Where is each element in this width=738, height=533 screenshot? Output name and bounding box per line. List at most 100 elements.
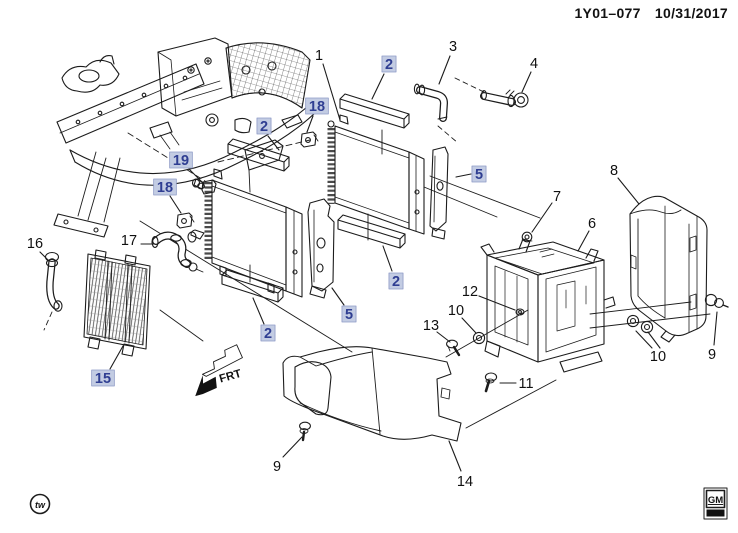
screw-9-bottom-drawing xyxy=(299,421,311,442)
frt-arrow-icon xyxy=(195,375,217,397)
callout-18-label[interactable]: 18 xyxy=(309,99,325,115)
callout-2-label[interactable]: 2 xyxy=(260,119,268,135)
callout-5-leader-line xyxy=(331,287,345,306)
hose-16-drawing xyxy=(44,251,63,312)
callout-16-leader-line xyxy=(39,251,50,262)
radiator-primary-drawing xyxy=(327,114,425,235)
callout-2-leader-line xyxy=(371,73,385,100)
mounting-bracket-6-drawing xyxy=(480,238,616,373)
callout-7-leader-line xyxy=(531,202,553,233)
callout-2-highlight-box[interactable] xyxy=(388,272,404,290)
radiator-secondary-drawing xyxy=(187,168,303,298)
callout-15-highlight-box[interactable] xyxy=(91,369,115,387)
callout-14-label: 14 xyxy=(457,474,473,490)
air-baffle-8-drawing xyxy=(629,195,708,343)
air-duct-14-drawing xyxy=(282,346,462,442)
clip-18-right-drawing xyxy=(300,131,319,148)
callout-2-label[interactable]: 2 xyxy=(264,326,272,342)
callout-5-highlight-box[interactable] xyxy=(471,165,487,183)
callout-15-leader-line xyxy=(109,345,124,370)
callout-9-label: 9 xyxy=(273,459,281,475)
callout-18-highlight-box[interactable] xyxy=(153,178,177,196)
screw-11-drawing xyxy=(484,372,498,393)
callout-4-leader-line xyxy=(521,71,532,93)
callout-2-leader-line xyxy=(382,245,393,272)
callout-19-leader-line xyxy=(188,168,204,184)
callout-18-label[interactable]: 18 xyxy=(157,180,173,196)
seal-strip-left-drawing xyxy=(227,138,290,172)
callout-2-highlight-box[interactable] xyxy=(256,117,272,135)
callout-14-leader-line xyxy=(448,440,462,472)
drawing-number: 1Y01–077 xyxy=(574,5,641,21)
callout-13-label: 13 xyxy=(423,318,439,334)
callout-2-leader-line xyxy=(267,135,280,151)
callout-19-label[interactable]: 19 xyxy=(173,153,189,169)
callout-10-leader-line xyxy=(461,317,477,334)
callout-12-leader-line xyxy=(478,295,516,311)
callout-6-leader-line xyxy=(577,230,590,252)
callout-2-label[interactable]: 2 xyxy=(385,57,393,73)
frt-label: FRT xyxy=(218,368,243,386)
bolt-9-right-drawing xyxy=(704,293,729,308)
callout-8-leader-line xyxy=(617,177,640,205)
seal-strip-top-drawing xyxy=(339,93,410,129)
seal-strip-middle-drawing xyxy=(337,214,406,249)
callout-17-label: 17 xyxy=(121,233,137,249)
callout-2-highlight-box[interactable] xyxy=(260,324,276,342)
callout-18-leader-line xyxy=(169,195,182,214)
callout-9-leader-line xyxy=(713,311,718,346)
callout-1-label: 1 xyxy=(315,48,323,64)
callout-13-leader-line xyxy=(436,331,451,343)
callout-3-label: 3 xyxy=(449,39,457,55)
callout-10-leader-line xyxy=(647,331,661,349)
bracket-5a-drawing xyxy=(429,146,449,240)
callout-5-label[interactable]: 5 xyxy=(475,167,483,183)
bracket-5b-drawing xyxy=(307,198,335,299)
callout-12-label: 12 xyxy=(462,284,478,300)
callout-15-label[interactable]: 15 xyxy=(95,371,111,387)
gm-logo-text: GM xyxy=(708,495,723,506)
callout-10-leader-line xyxy=(635,330,653,349)
screw-13-drawing xyxy=(446,339,461,357)
artist-mark-text: tw xyxy=(35,500,46,510)
hose-4-drawing xyxy=(480,89,529,108)
callout-8-label: 8 xyxy=(610,163,618,179)
callout-5-highlight-box[interactable] xyxy=(341,305,357,323)
hose-17-drawing xyxy=(151,231,204,273)
grommet-10-left-drawing xyxy=(472,331,486,345)
callout-4-label: 4 xyxy=(530,56,538,72)
hose-3-drawing xyxy=(413,83,448,122)
callout-5-label[interactable]: 5 xyxy=(345,307,353,323)
aux-cooler-15-drawing xyxy=(83,249,151,357)
callout-9-leader-line xyxy=(282,436,303,458)
callout-9-label: 9 xyxy=(708,347,716,363)
drawing-header: 1Y01–077 10/31/2017 xyxy=(564,5,728,21)
callout-5-leader-line xyxy=(455,173,472,178)
clip-18-left-drawing xyxy=(176,212,195,229)
callout-2-leader-line xyxy=(252,297,265,325)
callout-2-highlight-box[interactable] xyxy=(381,55,397,73)
gm-parts-logo: GM xyxy=(703,487,728,520)
callout-6-label: 6 xyxy=(588,216,596,232)
clip-19-drawing xyxy=(197,179,217,195)
callout-1-leader-line xyxy=(322,63,341,121)
grommets-10-right-drawing xyxy=(626,314,654,334)
guide-lines xyxy=(43,77,711,429)
callout-19-highlight-box[interactable] xyxy=(169,151,193,169)
callout-3-leader-line xyxy=(438,55,451,85)
frt-direction-marker: FRT xyxy=(195,344,243,397)
drawing-date: 10/31/2017 xyxy=(654,5,728,21)
callout-10-label: 10 xyxy=(650,349,666,365)
callout-11-label: 11 xyxy=(518,376,533,392)
callout-18-highlight-box[interactable] xyxy=(305,97,329,115)
callout-2-label[interactable]: 2 xyxy=(392,274,400,290)
callout-16-label: 16 xyxy=(27,236,43,252)
frame-assembly-drawing xyxy=(53,37,319,238)
callout-7-label: 7 xyxy=(553,189,561,205)
callout-10-label: 10 xyxy=(448,303,464,319)
callout-18-leader-line xyxy=(306,115,314,133)
nut-7-drawing xyxy=(521,231,533,243)
